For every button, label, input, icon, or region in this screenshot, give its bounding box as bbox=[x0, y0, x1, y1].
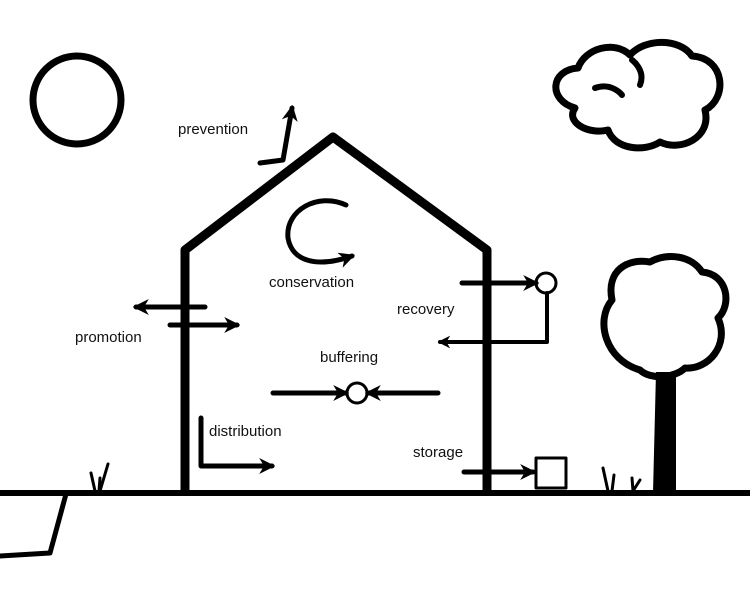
cloud-icon bbox=[552, 38, 724, 152]
label-conservation: conservation bbox=[269, 274, 355, 291]
buffering-node-icon bbox=[345, 381, 369, 405]
storage-arrow bbox=[461, 456, 568, 490]
grass-tuft-icon bbox=[89, 462, 110, 493]
label-storage: storage bbox=[413, 444, 464, 461]
storage-box-icon bbox=[534, 456, 568, 490]
distribution-arrow bbox=[198, 415, 276, 475]
label-recovery: recovery bbox=[397, 301, 455, 318]
tree-icon bbox=[600, 253, 730, 493]
label-promotion: promotion bbox=[75, 329, 142, 346]
house-outline bbox=[180, 132, 492, 495]
conservation-arrow bbox=[285, 198, 356, 268]
sun-icon bbox=[29, 52, 125, 148]
prevention-arrow bbox=[257, 104, 298, 166]
label-prevention: prevention bbox=[178, 121, 249, 138]
label-buffering: buffering bbox=[320, 349, 379, 366]
ground-pit bbox=[0, 491, 69, 559]
label-distribution: distribution bbox=[209, 423, 282, 440]
promotion-arrows bbox=[132, 298, 241, 334]
recovery-arrows bbox=[437, 271, 558, 349]
recovery-valve-icon bbox=[534, 271, 558, 295]
buffering-arrows bbox=[270, 381, 441, 405]
grass-tuft-icon bbox=[601, 466, 642, 493]
